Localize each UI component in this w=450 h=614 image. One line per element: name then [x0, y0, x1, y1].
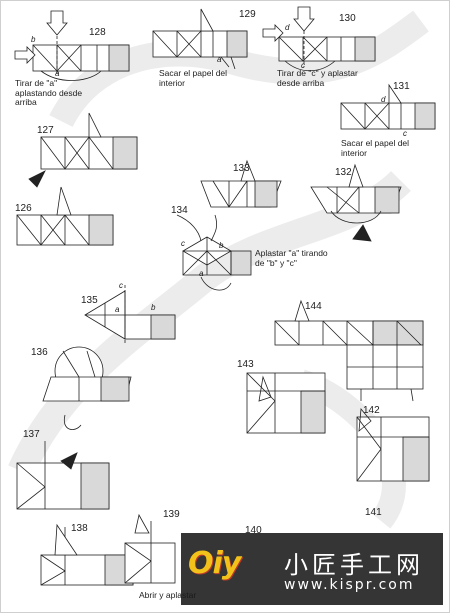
- point-label-c: c: [181, 239, 185, 248]
- step-number: 132: [335, 167, 352, 178]
- point-label-a: a: [217, 55, 222, 64]
- point-label-b: b: [151, 303, 156, 312]
- watermark-url: www.kispr.com: [284, 577, 415, 593]
- step-131-figure: [340, 83, 436, 130]
- caption-step-131: Sacar el papel del interior: [341, 138, 410, 158]
- point-label-b: b: [219, 241, 224, 250]
- point-label-d: d: [285, 23, 290, 32]
- step-number: 136: [31, 347, 48, 358]
- step-138-figure: [40, 523, 134, 586]
- step-127-figure: [28, 112, 138, 188]
- step-number: 143: [237, 359, 254, 370]
- step-135-figure: [84, 285, 176, 345]
- point-label-c: c: [301, 61, 305, 70]
- caption-step-129: Sacar el papel del interior: [159, 68, 228, 88]
- caption-step-134: Aplastar "a" tirando de "b" y "c": [255, 248, 328, 268]
- step-130-figure: [262, 6, 376, 72]
- step-128-figure: [14, 10, 130, 81]
- step-number: 142: [363, 405, 380, 416]
- step-137-figure: [16, 441, 110, 510]
- step-number: 129: [239, 9, 256, 20]
- step-134-figure: [176, 214, 252, 291]
- step-number: 141: [365, 507, 382, 518]
- step-142-figure: [356, 408, 430, 482]
- step-number: 133: [233, 163, 250, 174]
- caption-step-130: Tirar de "c" y aplastar desde arriba: [277, 68, 358, 88]
- point-label-b: b: [31, 35, 36, 44]
- step-133-figure: [200, 159, 282, 208]
- point-label-a: a: [199, 269, 204, 278]
- step-number: 139: [163, 509, 180, 520]
- caption-step-139: Abrir y aplastar: [139, 590, 197, 600]
- step-number: 134: [171, 205, 188, 216]
- step-number: 130: [339, 13, 356, 24]
- step-number: 135: [81, 295, 98, 306]
- step-number: 126: [15, 203, 32, 214]
- watermark-banner: [181, 533, 443, 605]
- step-number: 128: [89, 27, 106, 38]
- point-label-a: a: [115, 305, 120, 314]
- point-label-c: c: [119, 281, 123, 290]
- caption-step-128: Tirar de "a" aplastando desde arriba: [15, 78, 83, 107]
- point-label-c: c: [403, 129, 407, 138]
- step-143-figure: [246, 372, 326, 434]
- step-number: 137: [23, 429, 40, 440]
- point-label-d: d: [381, 95, 386, 104]
- step-144-figure: [274, 299, 424, 402]
- step-number: 131: [393, 81, 410, 92]
- step-number: 127: [37, 125, 54, 136]
- point-label-a: a: [55, 69, 60, 78]
- step-126-figure: [16, 186, 114, 246]
- step-139-figure: [124, 513, 176, 584]
- step-129-figure: [152, 8, 248, 70]
- step-number: 138: [71, 523, 88, 534]
- step-number: 140: [245, 525, 262, 536]
- watermark-logo: Oiy: [188, 546, 241, 581]
- step-132-figure: [310, 163, 402, 242]
- step-136-figure: [42, 346, 132, 430]
- watermark-brand: 小匠手工网: [284, 551, 424, 579]
- step-number: 144: [305, 301, 322, 312]
